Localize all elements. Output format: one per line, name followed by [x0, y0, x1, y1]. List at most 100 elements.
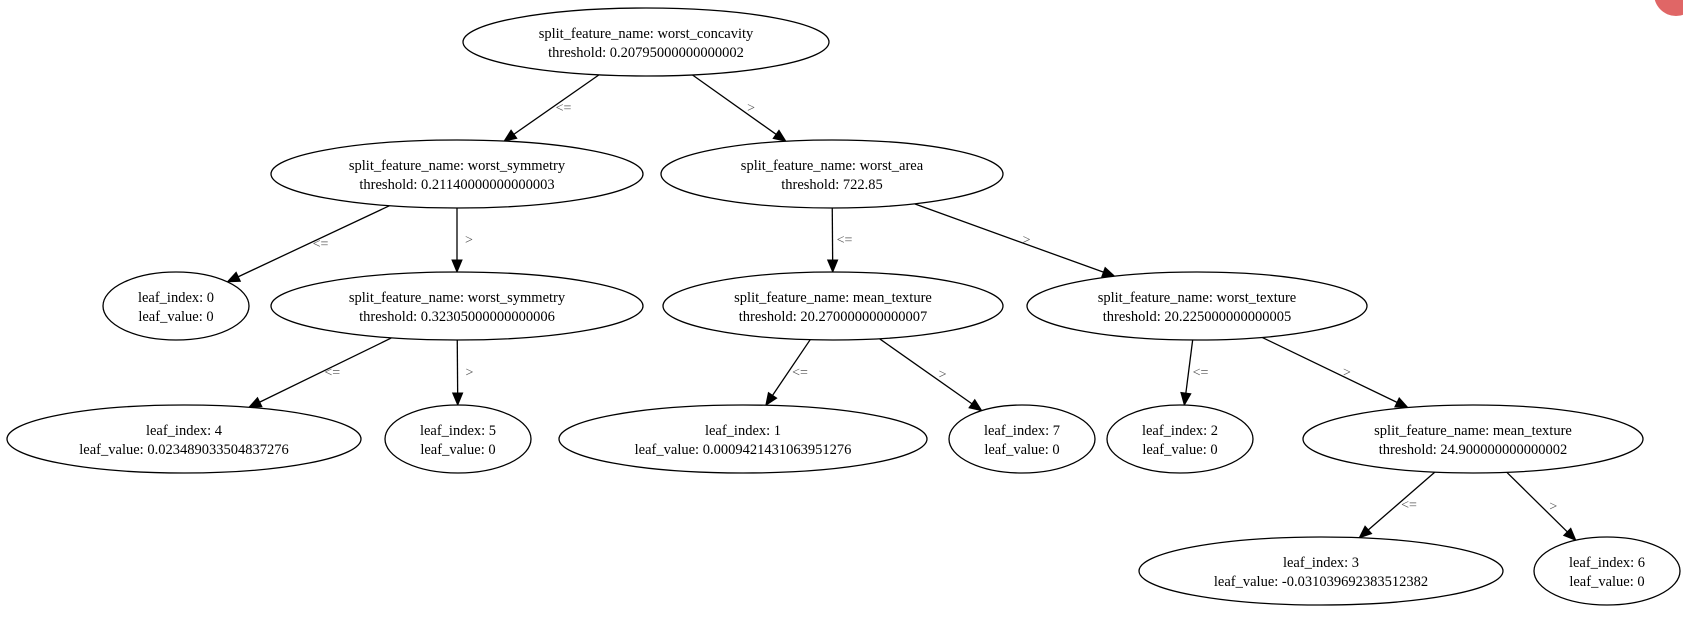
- edge-label: <=: [1193, 366, 1209, 381]
- leaf-value-text: leaf_value: 0: [1142, 442, 1217, 458]
- leaf-index-text: leaf_index: 1: [705, 423, 781, 439]
- leaf-index-text: leaf_index: 0: [138, 290, 214, 306]
- leaf-node-leaf0: leaf_index: 0 leaf_value: 0: [102, 271, 250, 341]
- edge-label: >: [1343, 366, 1351, 381]
- edge-split1-leaf0: <=: [226, 205, 390, 283]
- arrowhead-icon: [451, 392, 464, 407]
- arrowhead-icon: [226, 271, 242, 283]
- split-feature-text: split_feature_name: worst_symmetry: [349, 158, 566, 174]
- leaf-value-text: leaf_value: -0.031039692383512382: [1214, 574, 1428, 590]
- leaf-value-text: leaf_value: 0: [984, 442, 1059, 458]
- arrowhead-icon: [968, 398, 983, 412]
- node-ellipse: [384, 404, 532, 474]
- edge-label: <=: [1401, 498, 1417, 513]
- arrowhead-icon: [247, 396, 263, 408]
- arrowhead-icon: [1101, 266, 1116, 278]
- edge-line: [691, 74, 777, 135]
- split-node-split5: split_feature_name: worst_texturethresho…: [1026, 271, 1368, 341]
- edge-split0-split1: <=: [503, 74, 600, 142]
- edge-line: [259, 337, 392, 403]
- threshold-text: threshold: 722.85: [781, 177, 883, 193]
- edge-split5-split6: >: [1261, 336, 1410, 409]
- edge-split3-leaf5: >: [451, 339, 474, 407]
- edge-split4-leaf1: <=: [765, 339, 811, 407]
- node-ellipse: [1533, 536, 1681, 606]
- split-feature-text: split_feature_name: worst_area: [741, 158, 924, 174]
- arrowhead-icon: [1358, 525, 1373, 539]
- arrowhead-icon: [451, 259, 463, 274]
- leaf-index-text: leaf_index: 3: [1283, 555, 1359, 571]
- edge-label: <=: [324, 366, 340, 381]
- threshold-text: threshold: 20.225000000000005: [1103, 309, 1292, 325]
- edge-line: [1506, 471, 1568, 533]
- leaf-index-text: leaf_index: 2: [1142, 423, 1218, 439]
- edge-line: [237, 205, 390, 278]
- edge-label: >: [939, 368, 947, 383]
- split-feature-text: split_feature_name: worst_symmetry: [349, 290, 566, 306]
- node-ellipse: [558, 404, 928, 474]
- split-node-split0: split_feature_name: worst_concavitythres…: [462, 7, 830, 77]
- leaf-value-text: leaf_value: 0: [420, 442, 495, 458]
- node-ellipse: [1026, 271, 1368, 341]
- leaf-node-leaf2: leaf_index: 2 leaf_value: 0: [1106, 404, 1254, 474]
- edge-line: [879, 338, 973, 405]
- leaf-index-text: leaf_index: 7: [984, 423, 1060, 439]
- split-feature-text: split_feature_name: mean_texture: [1374, 423, 1572, 439]
- split-node-split3: split_feature_name: worst_symmetrythresh…: [270, 271, 644, 341]
- threshold-text: threshold: 0.32305000000000006: [359, 309, 555, 325]
- edge-split6-leaf6: >: [1506, 471, 1577, 542]
- edge-label: >: [1023, 233, 1031, 248]
- edge-label: <=: [556, 101, 572, 116]
- arrowhead-icon: [1180, 391, 1192, 407]
- split-node-split6: split_feature_name: mean_texture threshol…: [1302, 404, 1644, 474]
- edge-label: >: [466, 366, 474, 381]
- leaf-value-text: leaf_value: 0.0009421431063951276: [635, 442, 852, 458]
- leaf-node-leaf3: leaf_index: 3 leaf_value: -0.031039692383…: [1138, 536, 1504, 606]
- arrowhead-icon: [503, 129, 518, 142]
- edge-label: >: [465, 233, 473, 248]
- node-ellipse: [270, 139, 644, 209]
- node-ellipse: [662, 271, 1004, 341]
- threshold-text: threshold: 0.20795000000000002: [548, 45, 744, 61]
- threshold-text: threshold: 24.900000000000002: [1379, 442, 1568, 458]
- split-node-split2: split_feature_name: worst_area threshold:…: [660, 139, 1004, 209]
- edge-line: [1185, 339, 1194, 394]
- edge-label: <=: [313, 237, 329, 252]
- split-feature-text: split_feature_name: worst_texture: [1098, 290, 1297, 306]
- leaf-value-text: leaf_value: 0.023489033504837276: [79, 442, 288, 458]
- node-ellipse: [1106, 404, 1254, 474]
- split-node-split1: split_feature_name: worst_symmetrythresh…: [270, 139, 644, 209]
- edge-split2-split4: <=: [826, 207, 853, 274]
- edge-line: [1261, 336, 1398, 403]
- edge-line: [772, 339, 811, 396]
- leaf-value-text: leaf_value: 0: [138, 309, 213, 325]
- leaf-value-text: leaf_value: 0: [1569, 574, 1644, 590]
- node-ellipse: [270, 271, 644, 341]
- split-feature-text: split_feature_name: mean_texture: [734, 290, 932, 306]
- edge-split6-leaf3: <=: [1358, 471, 1436, 539]
- edge-split3-leaf4: <=: [247, 337, 392, 408]
- leaf-node-leaf1: leaf_index: 1 leaf_value: 0.0009421431063…: [558, 404, 928, 474]
- edge-label: <=: [792, 365, 808, 380]
- split-feature-text: split_feature_name: worst_concavity: [539, 26, 754, 42]
- edge-split5-leaf2: <=: [1180, 339, 1209, 407]
- edge-line: [1367, 471, 1436, 531]
- node-ellipse: [660, 139, 1004, 209]
- edge-line: [513, 74, 600, 135]
- arrowhead-icon: [826, 259, 839, 274]
- arrowhead-icon: [1394, 396, 1410, 409]
- edge-label: <=: [837, 233, 853, 248]
- edge-split0-split2: >: [691, 74, 787, 143]
- threshold-text: threshold: 20.270000000000007: [739, 309, 928, 325]
- edge-line: [914, 203, 1104, 273]
- node-ellipse: [1302, 404, 1644, 474]
- edge-label: >: [747, 101, 755, 116]
- node-ellipse: [948, 404, 1096, 474]
- edge-label: >: [1549, 499, 1557, 514]
- node-ellipse: [102, 271, 250, 341]
- arrowhead-icon: [772, 129, 787, 143]
